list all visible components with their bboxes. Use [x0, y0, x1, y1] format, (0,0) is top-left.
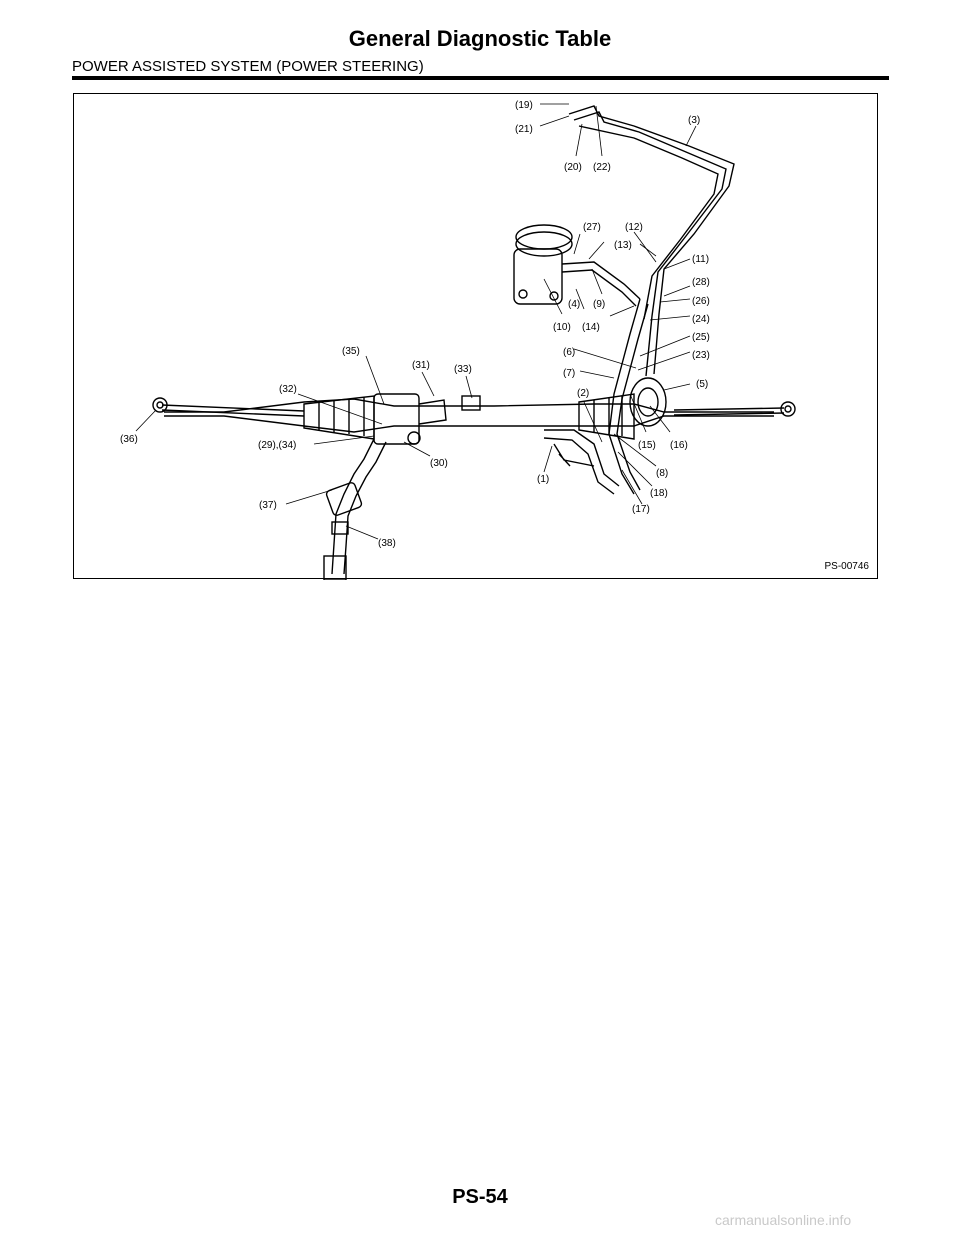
callout-14: (14) [582, 322, 600, 333]
callout-31: (31) [412, 360, 430, 371]
power-steering-diagram: (19) (21) (3) (20) (22) (27) (12) (13) (… [120, 100, 796, 580]
callout-19: (19) [515, 100, 533, 111]
page-number: PS-54 [452, 1186, 508, 1208]
callout-28: (28) [692, 277, 710, 288]
callout-17: (17) [632, 504, 650, 515]
page-title: General Diagnostic Table [348, 26, 612, 51]
figure-frame: (19) (21) (3) (20) (22) (27) (12) (13) (… [73, 93, 878, 580]
callout-9: (9) [593, 299, 605, 310]
callout-25: (25) [692, 332, 710, 343]
callout-8: (8) [656, 468, 668, 479]
callout-15: (15) [638, 440, 656, 451]
watermark: carmanualsonline.info [715, 1212, 852, 1228]
callout-4: (4) [568, 299, 580, 310]
callout-38: (38) [378, 538, 396, 549]
callout-11: (11) [692, 254, 709, 265]
callout-30: (30) [430, 458, 448, 469]
callout-33: (33) [454, 364, 472, 375]
figure-code: PS-00746 [824, 561, 869, 572]
callout-22: (22) [593, 162, 611, 173]
callout-35: (35) [342, 346, 360, 357]
callout-27: (27) [583, 222, 601, 233]
callout-13: (13) [614, 240, 632, 251]
header-rule [72, 76, 889, 80]
callout-23: (23) [692, 350, 710, 361]
callout-37: (37) [259, 500, 277, 511]
callout-2: (2) [577, 388, 589, 399]
callout-21: (21) [515, 124, 533, 135]
callout-3: (3) [688, 115, 700, 126]
callout-18: (18) [650, 488, 668, 499]
callout-36: (36) [120, 434, 138, 445]
callout-6: (6) [563, 347, 575, 358]
callout-12: (12) [625, 222, 643, 233]
callout-26: (26) [692, 296, 710, 307]
callout-16: (16) [670, 440, 688, 451]
callout-10: (10) [553, 322, 571, 333]
callout-20: (20) [564, 162, 582, 173]
callout-1: (1) [537, 474, 549, 485]
callout-7: (7) [563, 368, 575, 379]
section-title: POWER ASSISTED SYSTEM (POWER STEERING) [72, 58, 424, 75]
callout-5: (5) [696, 379, 708, 390]
callout-24: (24) [692, 314, 710, 325]
callout-29-34: (29),(34) [258, 440, 296, 451]
callout-32: (32) [279, 384, 297, 395]
